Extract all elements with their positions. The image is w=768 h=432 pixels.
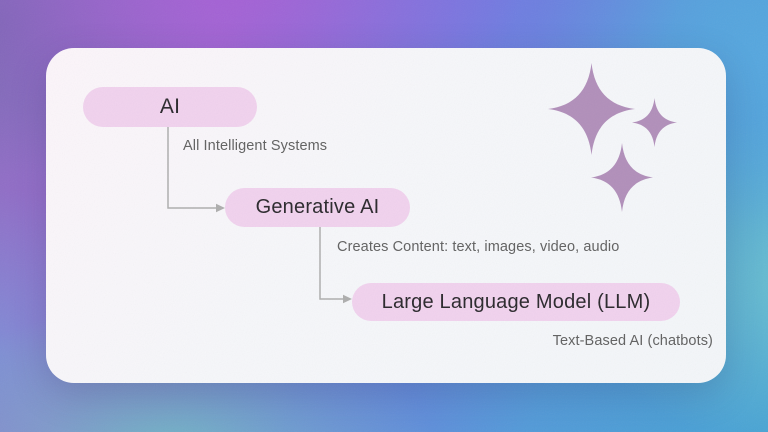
sparkle-icon [632, 98, 677, 147]
sparkle-icon [548, 63, 635, 155]
diagram-card: AI All Intelligent Systems Generative AI… [46, 48, 726, 383]
connector-genai-to-llm [319, 227, 343, 300]
sparkle-icon [591, 143, 653, 212]
node-llm: Large Language Model (LLM) [352, 283, 680, 321]
node-generative-ai-label: Generative AI [255, 196, 380, 218]
arrowhead-icon [216, 203, 225, 213]
node-generative-ai: Generative AI [225, 188, 410, 227]
node-llm-label: Large Language Model (LLM) [381, 290, 651, 313]
arrowhead-icon [343, 294, 352, 304]
node-generative-ai-caption: Creates Content: text, images, video, au… [337, 239, 620, 255]
node-ai-caption: All Intelligent Systems [183, 138, 328, 154]
node-ai-label: AI [159, 95, 181, 118]
node-llm-caption: Text-Based AI (chatbots) [552, 333, 713, 349]
node-ai: AI [83, 87, 257, 127]
